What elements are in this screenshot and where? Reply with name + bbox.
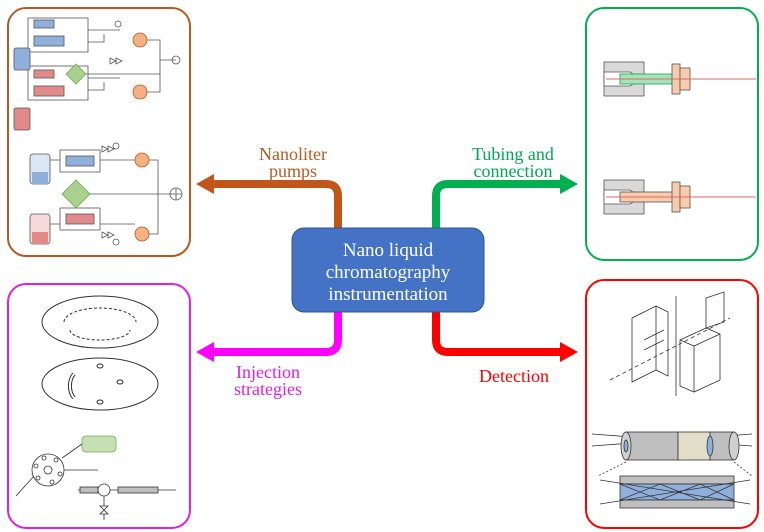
center-line-2: chromatography <box>326 262 451 283</box>
detection-panel <box>585 279 759 529</box>
pumps-panel <box>7 7 191 257</box>
flow-cell-isometric <box>609 291 731 396</box>
label-injection-line-1: Injection <box>236 362 300 382</box>
label-detection: Detection <box>479 366 549 386</box>
valve-rotor-upper <box>41 295 159 349</box>
injection-panel <box>7 283 191 529</box>
label-injection-line-2: strategies <box>234 379 302 399</box>
center-line-1: Nano liquid <box>343 240 434 261</box>
arrow-pumps <box>196 174 342 230</box>
center-line-3: instrumentation <box>328 284 448 305</box>
label-pumps-line-2: pumps <box>269 161 317 181</box>
label-tubing-line-1: Tubing and <box>472 144 554 164</box>
pump-schematic-lower <box>29 142 183 246</box>
fitting-upper <box>603 61 756 97</box>
arrow-injection <box>196 312 342 362</box>
label-pumps-line-1: Nanoliter <box>259 144 327 164</box>
arrow-detection <box>432 312 578 362</box>
label-tubing-line-2: connection <box>474 161 553 181</box>
injection-loop-schematic <box>15 435 176 520</box>
arrow-tubing <box>432 174 578 230</box>
valve-rotor-lower <box>41 357 159 411</box>
center-node: Nano liquid chromatography instrumentati… <box>291 227 485 313</box>
fitting-lower <box>603 179 756 215</box>
pump-schematic-upper <box>13 17 181 131</box>
capillary-detector <box>591 431 753 509</box>
tubing-panel <box>585 7 759 261</box>
